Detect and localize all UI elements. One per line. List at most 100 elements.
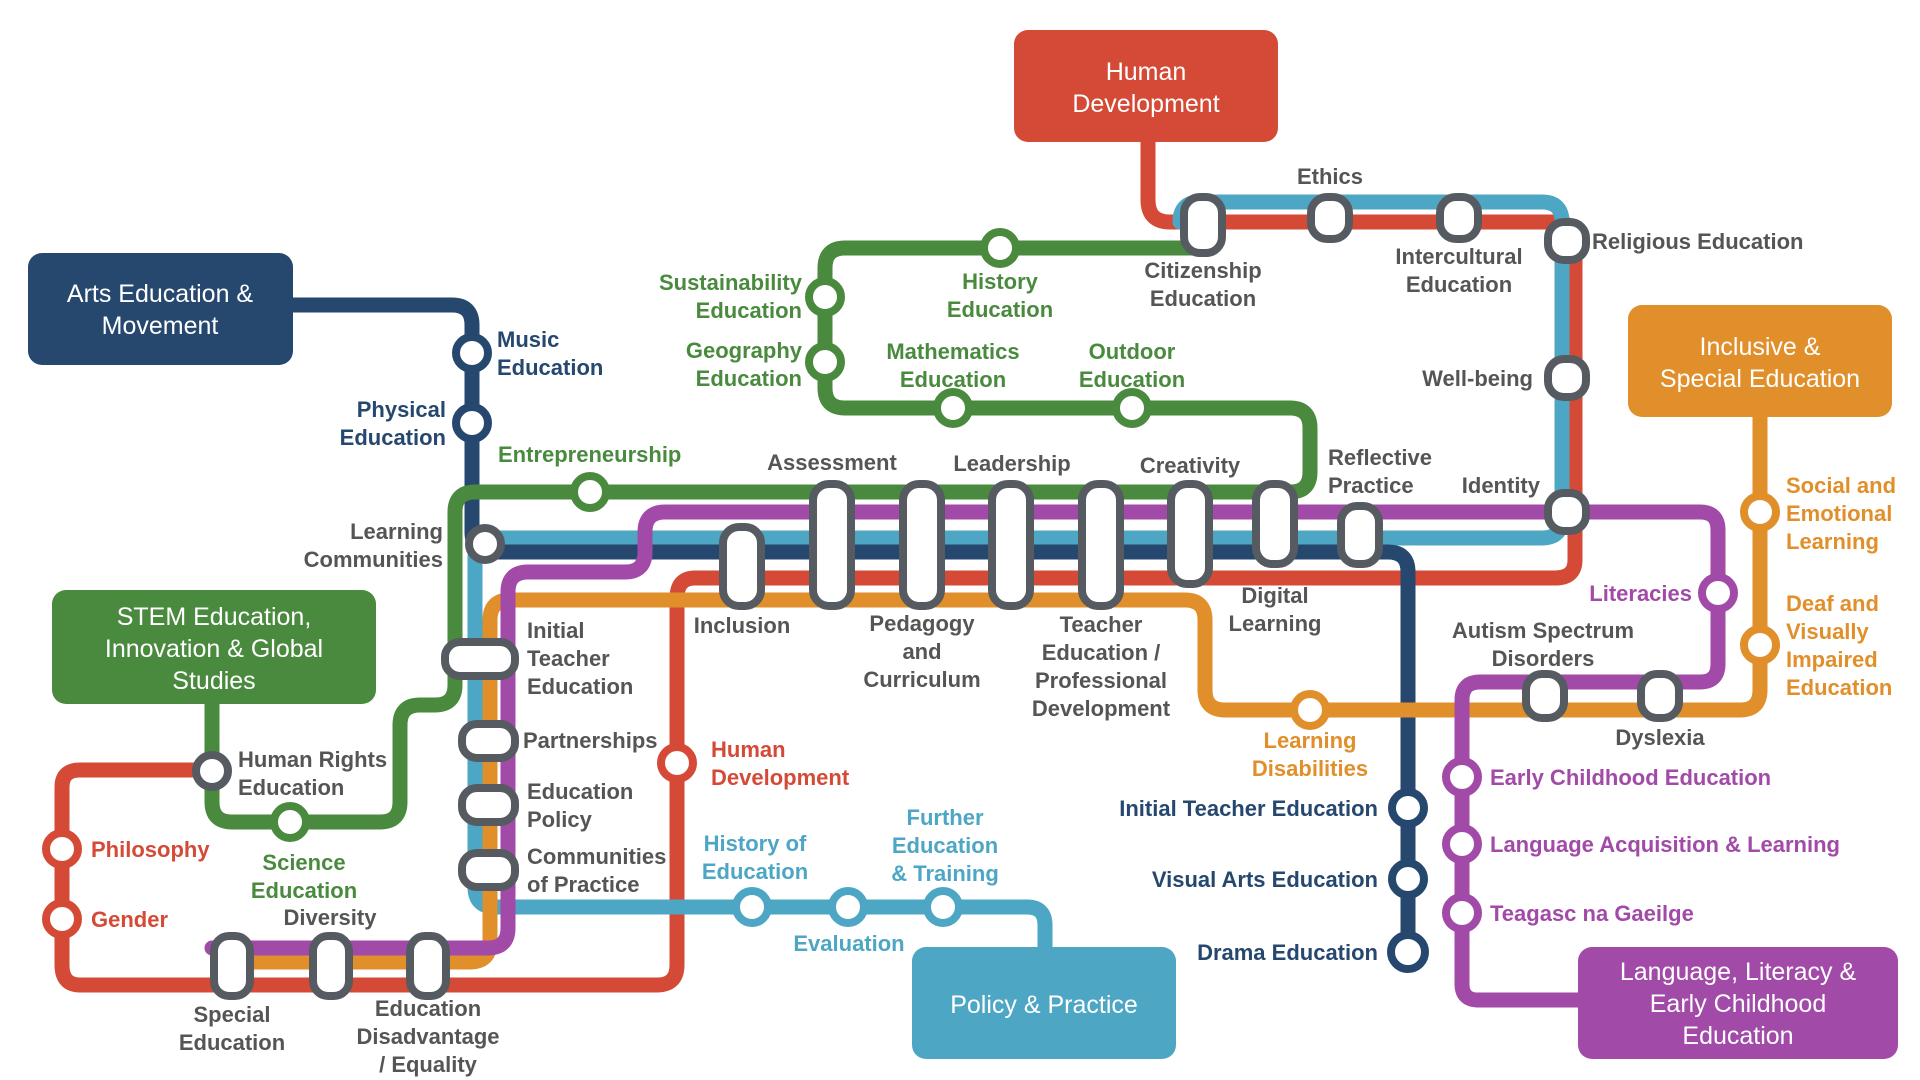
- stop-visual-arts[interactable]: [1388, 859, 1428, 899]
- terminal-language[interactable]: Language, Literacy & Early Childhood Edu…: [1578, 947, 1898, 1059]
- hub-digital[interactable]: [1252, 480, 1298, 568]
- stop-history-of-education[interactable]: [732, 887, 772, 927]
- label-entrepreneurship: Entrepreneurship: [498, 442, 681, 467]
- label-ite-blue: Initial Teacher Education: [1119, 796, 1378, 821]
- label-wellbeing: Well-being: [1422, 366, 1533, 391]
- terminal-label: Education: [1682, 1022, 1793, 1050]
- label-literacies: Literacies: [1589, 581, 1692, 606]
- stop-evaluation[interactable]: [828, 887, 868, 927]
- terminal-label: Early Childhood: [1650, 990, 1827, 1018]
- hub-inclusion[interactable]: [719, 523, 765, 610]
- terminal-label: Movement: [102, 312, 219, 340]
- stop-human-rights[interactable]: [192, 751, 232, 791]
- hub-special-education[interactable]: [210, 932, 254, 1000]
- label-philosophy: Philosophy: [91, 837, 210, 862]
- stop-human-development-2[interactable]: [657, 743, 697, 783]
- stop-learning-disabilities[interactable]: [1290, 690, 1330, 730]
- hub-disadvantage[interactable]: [406, 932, 450, 1000]
- label-teagasc: Teagasc na Gaeilge: [1490, 901, 1694, 926]
- stop-drama[interactable]: [1387, 931, 1429, 973]
- label-inclusion: Inclusion: [694, 613, 791, 638]
- stop-social-emotional[interactable]: [1740, 492, 1780, 532]
- label-religious-education: Religious Education: [1592, 229, 1803, 254]
- terminal-label: Inclusive &: [1700, 333, 1821, 361]
- terminal-label: Human: [1106, 58, 1187, 86]
- terminal-inclusive[interactable]: Inclusive & Special Education: [1628, 305, 1892, 417]
- hub-citizenship[interactable]: [1180, 193, 1226, 257]
- stop-ite-blue[interactable]: [1388, 788, 1428, 828]
- stop-literacies[interactable]: [1698, 573, 1738, 613]
- terminal-label: STEM Education,: [117, 603, 312, 631]
- hub-ethics[interactable]: [1307, 193, 1353, 243]
- stop-science[interactable]: [270, 802, 310, 842]
- stop-geography[interactable]: [805, 342, 845, 382]
- stop-early-childhood[interactable]: [1442, 757, 1482, 797]
- stop-language-acquisition[interactable]: [1442, 824, 1482, 864]
- line-stem: [204, 240, 1318, 830]
- hub-diversity[interactable]: [309, 932, 353, 1000]
- label-drama: Drama Education: [1197, 940, 1378, 965]
- terminal-stem[interactable]: STEM Education, Innovation & Global Stud…: [52, 590, 376, 704]
- stop-outdoor[interactable]: [1112, 388, 1152, 428]
- hub-dyslexia[interactable]: [1637, 670, 1683, 722]
- hub-assessment[interactable]: [809, 480, 855, 610]
- terminal-arts-movement[interactable]: Arts Education & Movement: [28, 253, 293, 365]
- label-partnerships: Partnerships: [523, 728, 658, 753]
- hub-reflective[interactable]: [1337, 502, 1383, 568]
- hub-partnerships[interactable]: [458, 720, 519, 762]
- stop-entrepreneurship[interactable]: [570, 472, 610, 512]
- hub-religious[interactable]: [1544, 218, 1590, 264]
- stop-further-education[interactable]: [923, 887, 963, 927]
- hub-communities-practice[interactable]: [458, 849, 519, 891]
- terminal-policy-practice[interactable]: Policy & Practice: [912, 947, 1176, 1059]
- hub-leadership[interactable]: [988, 480, 1034, 610]
- stop-learning-communities[interactable]: [465, 524, 505, 564]
- hub-ite-center[interactable]: [441, 638, 519, 680]
- label-diversity: Diversity: [284, 905, 378, 930]
- stop-sustainability[interactable]: [805, 277, 845, 317]
- stop-deaf[interactable]: [1740, 625, 1780, 665]
- terminal-human-development[interactable]: Human Development: [1014, 30, 1278, 142]
- hub-creativity[interactable]: [1167, 480, 1213, 588]
- label-dyslexia: Dyslexia: [1615, 725, 1705, 750]
- hub-autism[interactable]: [1522, 670, 1568, 722]
- hub-intercultural[interactable]: [1436, 193, 1482, 243]
- stop-mathematics[interactable]: [933, 388, 973, 428]
- label-identity: Identity: [1462, 473, 1541, 498]
- hub-teacher-ed-pd[interactable]: [1078, 480, 1124, 610]
- stop-physical[interactable]: [452, 403, 492, 443]
- stop-teagasc[interactable]: [1442, 893, 1482, 933]
- stop-philosophy[interactable]: [42, 829, 82, 869]
- label-visual-arts: Visual Arts Education: [1152, 867, 1378, 892]
- stop-music[interactable]: [452, 333, 492, 373]
- hub-identity[interactable]: [1544, 489, 1590, 535]
- terminal-label: Policy & Practice: [950, 991, 1138, 1019]
- stop-history[interactable]: [980, 228, 1020, 268]
- hub-pedagogy[interactable]: [899, 480, 945, 610]
- label-leadership: Leadership: [953, 451, 1070, 476]
- terminal-label: Studies: [172, 667, 255, 695]
- label-evaluation: Evaluation: [793, 931, 904, 956]
- stop-gender[interactable]: [42, 899, 82, 939]
- terminal-label: Arts Education &: [67, 280, 254, 308]
- hub-wellbeing[interactable]: [1544, 355, 1590, 401]
- hub-education-policy[interactable]: [458, 784, 519, 826]
